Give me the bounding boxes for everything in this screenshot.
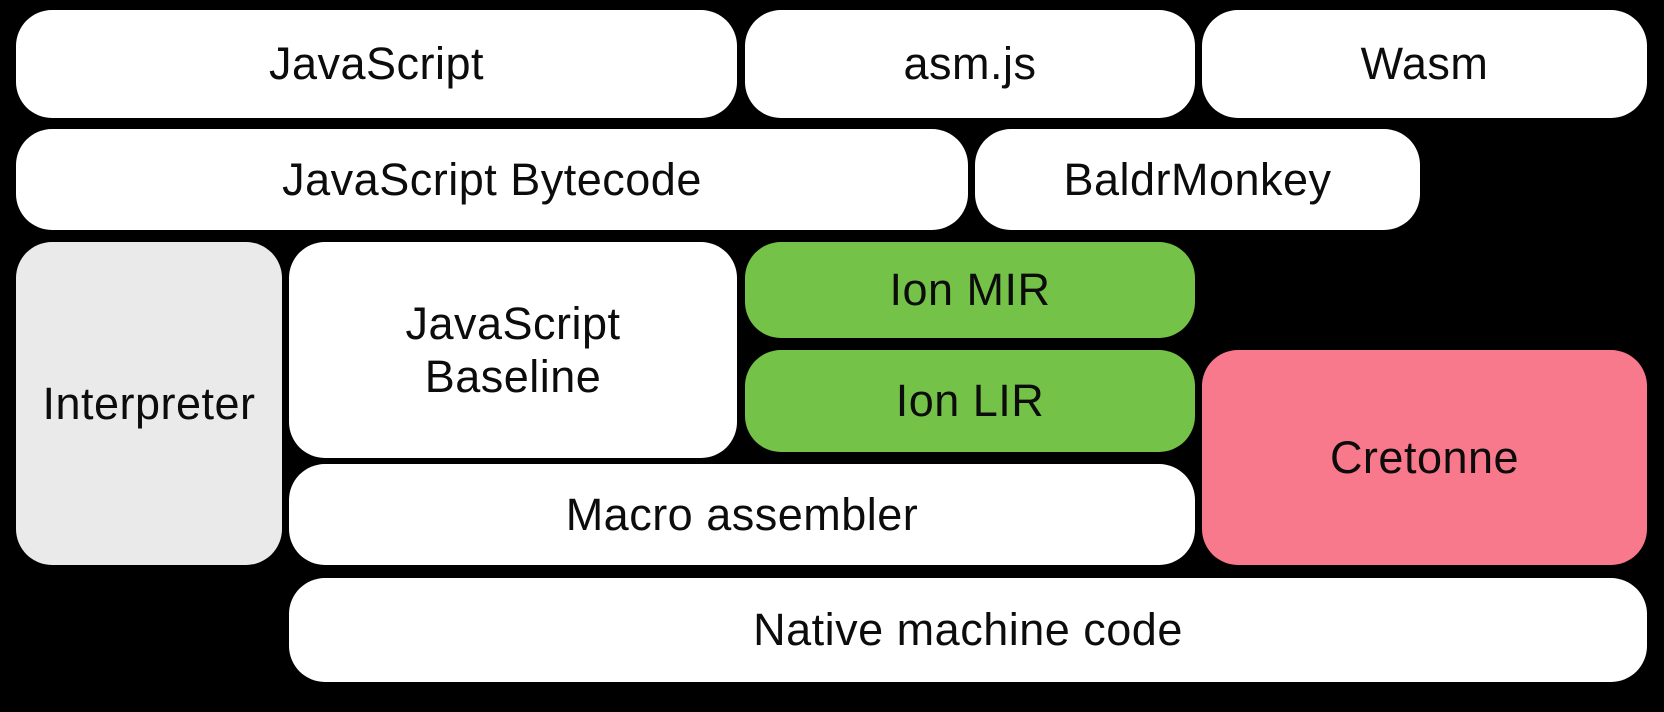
node-wasm-label: Wasm bbox=[1360, 38, 1489, 90]
node-macro-assembler-label: Macro assembler bbox=[565, 488, 919, 540]
node-ion-mir-label: Ion MIR bbox=[889, 264, 1051, 316]
node-javascript-baseline-label: JavaScript Baseline bbox=[405, 297, 621, 402]
node-wasm: Wasm bbox=[1202, 10, 1647, 118]
node-ion-mir: Ion MIR bbox=[745, 242, 1195, 338]
node-ion-lir: Ion LIR bbox=[745, 350, 1195, 452]
node-javascript-label: JavaScript bbox=[268, 38, 485, 90]
node-interpreter-label: Interpreter bbox=[42, 377, 256, 429]
node-cretonne: Cretonne bbox=[1202, 350, 1647, 565]
node-javascript-bytecode: JavaScript Bytecode bbox=[16, 129, 968, 230]
node-macro-assembler: Macro assembler bbox=[289, 464, 1195, 565]
node-cretonne-label: Cretonne bbox=[1329, 431, 1520, 483]
node-javascript-bytecode-label: JavaScript Bytecode bbox=[282, 153, 702, 205]
node-javascript: JavaScript bbox=[16, 10, 737, 118]
node-native-machine-code: Native machine code bbox=[289, 578, 1647, 682]
node-ion-lir-label: Ion LIR bbox=[895, 375, 1045, 427]
node-javascript-baseline: JavaScript Baseline bbox=[289, 242, 737, 458]
node-asmjs-label: asm.js bbox=[903, 38, 1037, 90]
node-interpreter: Interpreter bbox=[16, 242, 282, 565]
node-native-machine-code-label: Native machine code bbox=[753, 604, 1183, 656]
node-asmjs: asm.js bbox=[745, 10, 1195, 118]
node-baldrmonkey: BaldrMonkey bbox=[975, 129, 1420, 230]
node-baldrmonkey-label: BaldrMonkey bbox=[1063, 153, 1332, 205]
